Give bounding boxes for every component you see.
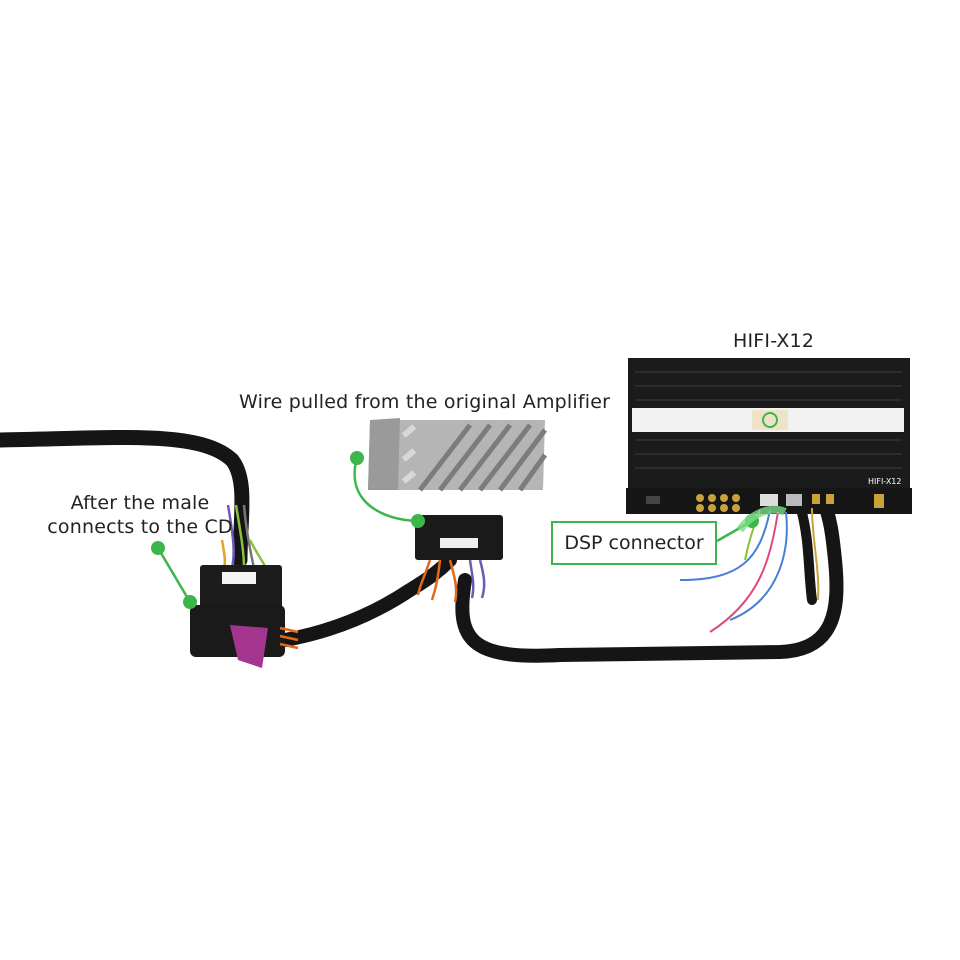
dsp-connector-label: DSP connector <box>564 532 704 554</box>
cd-connection-label: After the male connects to the CD <box>40 491 240 539</box>
cd-connector <box>190 565 299 668</box>
callout-dot-heatsink <box>350 451 364 465</box>
original-amplifier-heatsink <box>368 418 548 492</box>
cd-label-line-2: connects to the CD <box>47 516 233 538</box>
harness-cable-left <box>0 430 250 568</box>
middle-connector <box>415 515 503 603</box>
dsp-connector-callout: DSP connector <box>551 521 717 565</box>
device-badge: HIFI-X12 <box>868 477 901 486</box>
harness-cable-loop <box>455 498 844 663</box>
amp-wire-bundle <box>679 507 820 633</box>
amplifier-wire-label: Wire pulled from the original Amplifier <box>239 391 611 413</box>
cd-label-line-1: After the male <box>70 492 210 514</box>
cd-wire-bundle <box>220 504 268 569</box>
product-label: HIFI-X12 <box>733 330 815 352</box>
hifi-x12-amplifier <box>626 358 912 514</box>
callout-dot-middle-connector <box>411 514 425 528</box>
callout-dot-cd <box>151 541 165 555</box>
dsp-highlight <box>736 505 787 533</box>
callout-dot-cd-connector <box>183 595 197 609</box>
harness-cable-amp <box>795 500 817 605</box>
